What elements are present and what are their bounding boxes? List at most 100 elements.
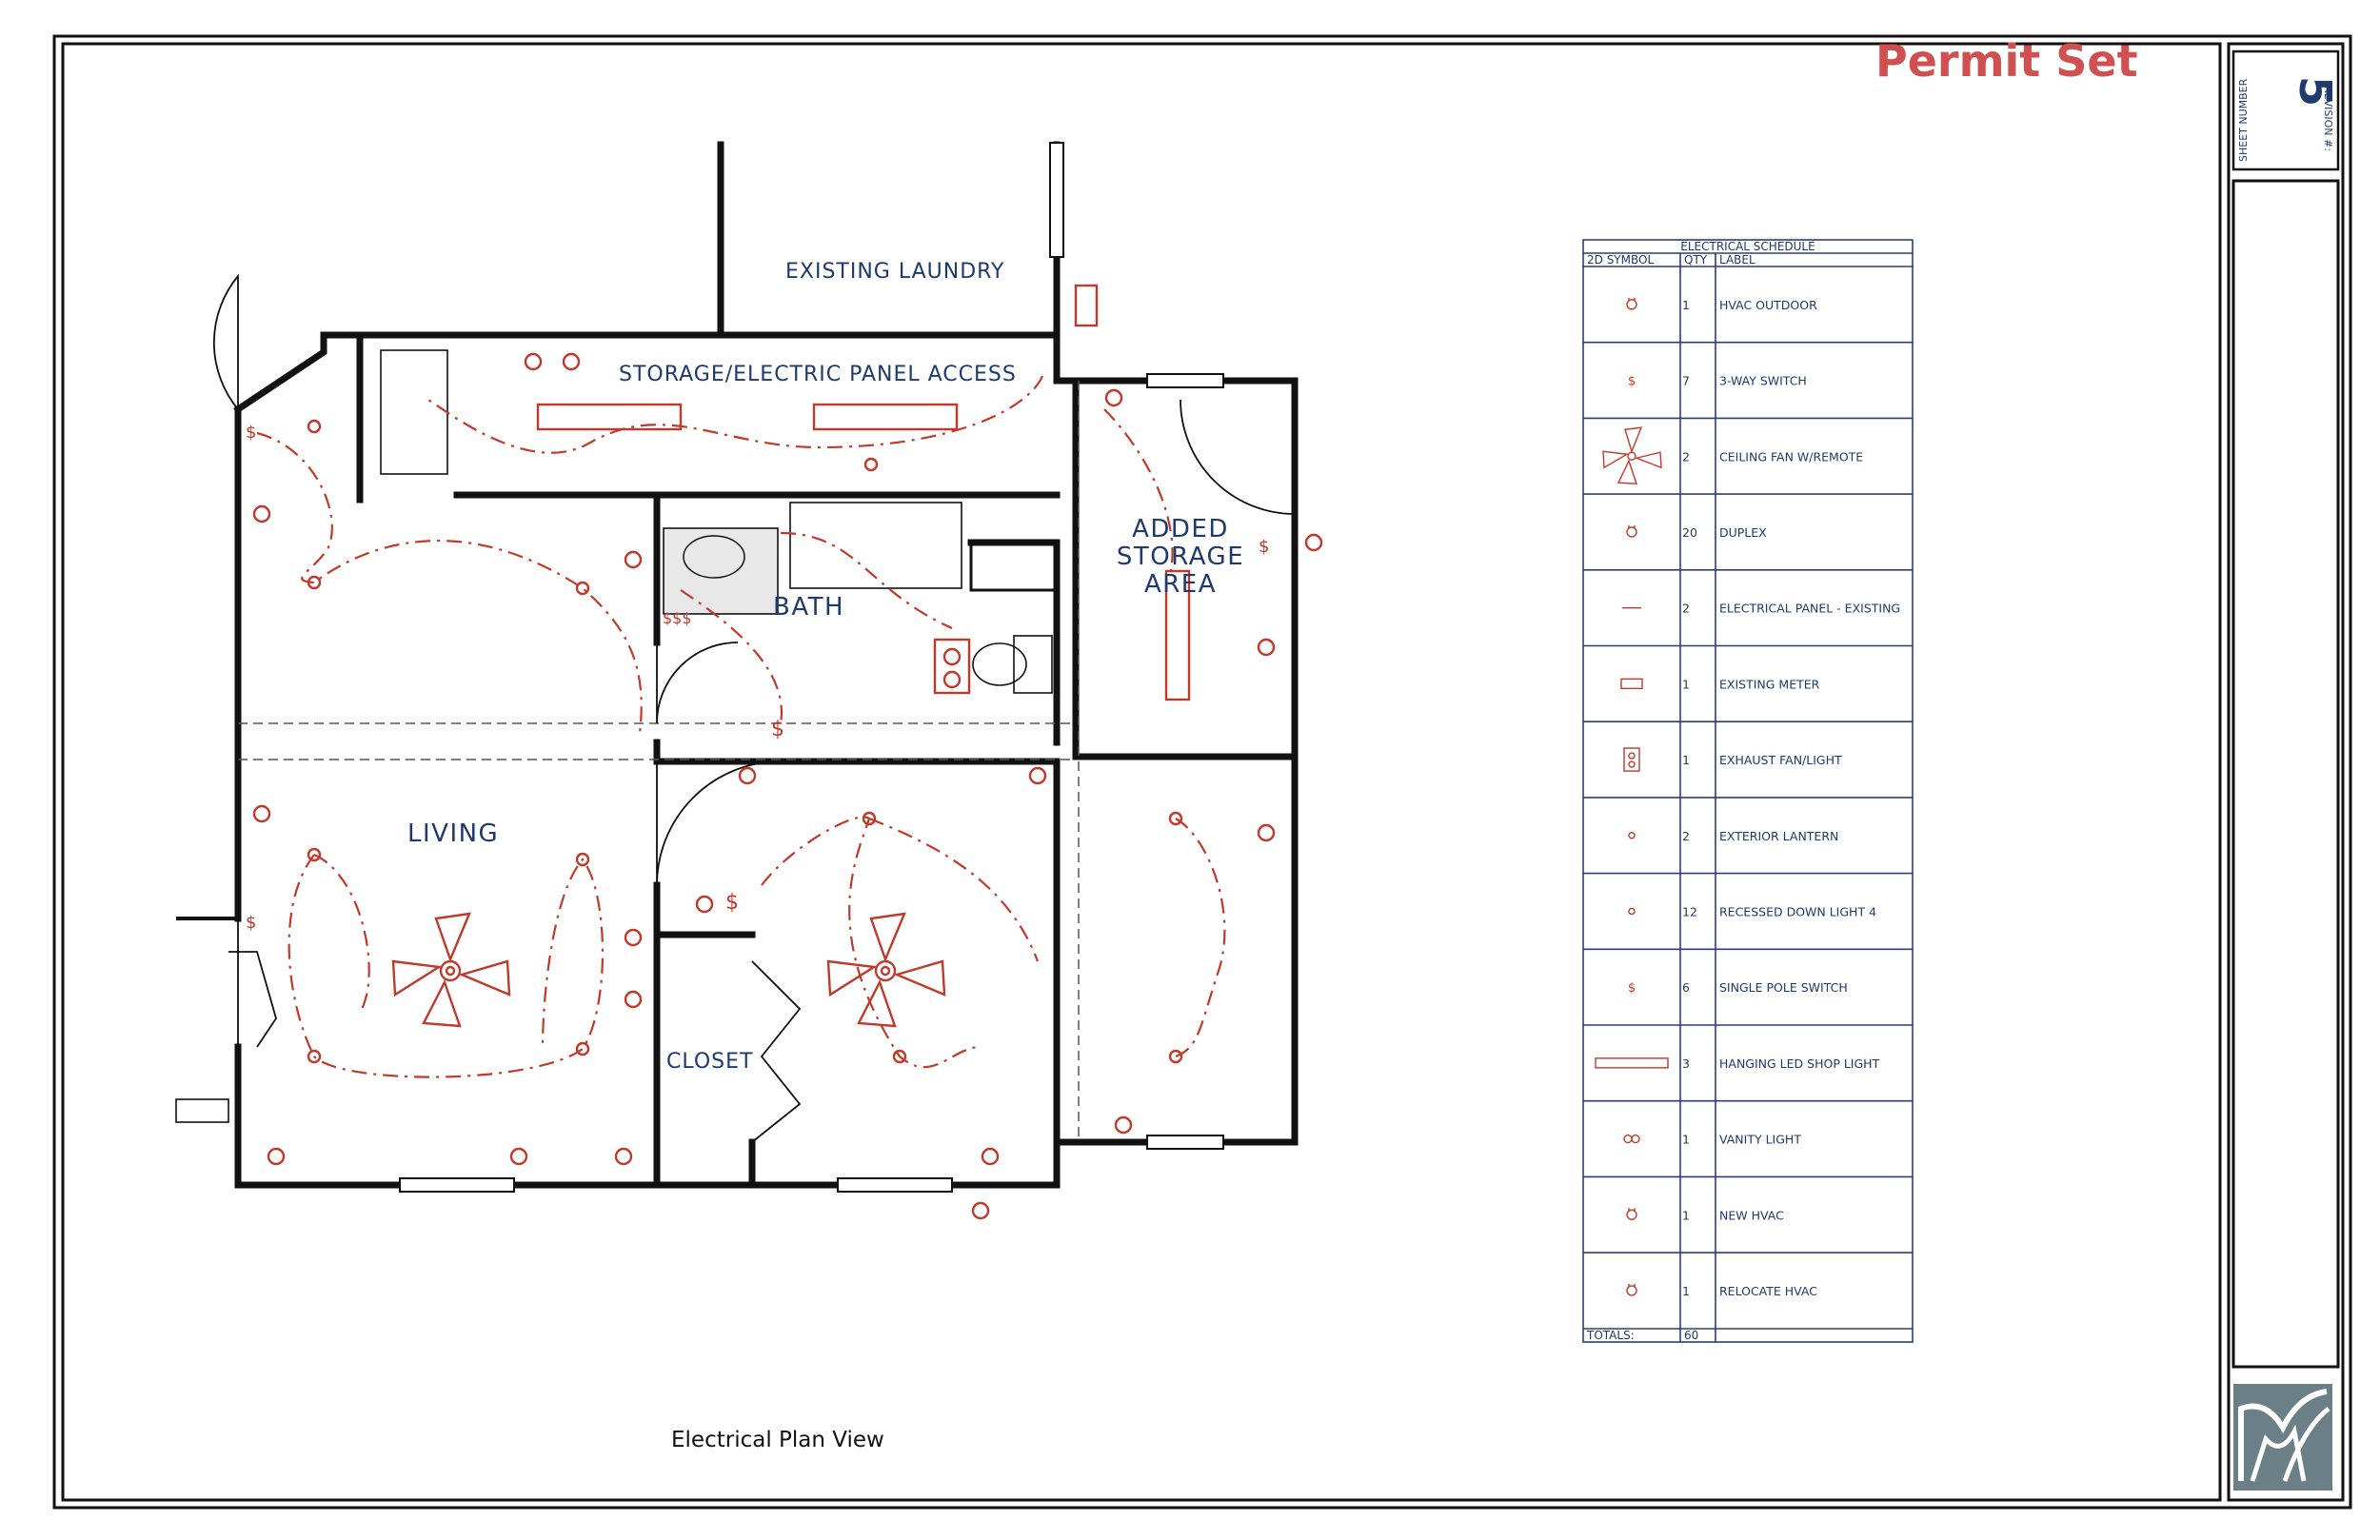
- wall-added-north: [1053, 331, 1146, 385]
- three-way-switch-icon: $: [1628, 375, 1636, 389]
- schedule-label: EXTERIOR LANTERN: [1719, 829, 1838, 843]
- schedule-qty: 2: [1682, 449, 1690, 464]
- svg-text:$: $: [1628, 375, 1636, 389]
- bathtub: [789, 502, 962, 589]
- relocate-hvac-icon: [1626, 1283, 1637, 1296]
- schedule-row: 1 HVAC OUTDOOR: [1626, 297, 1817, 312]
- wire-bedroom: [761, 816, 1040, 1069]
- ceiling-fan-living: [391, 912, 511, 1028]
- switch-bedroom: $: [725, 891, 739, 915]
- bath-vanity: [663, 527, 779, 615]
- toilet-tank: [1013, 635, 1053, 694]
- room-label-closet: CLOSET: [666, 1050, 753, 1074]
- wire-living-north: [256, 431, 643, 734]
- recessed-lights: [307, 419, 1183, 1064]
- schedule-label: NEW HVAC: [1719, 1208, 1784, 1222]
- schedule-frame: [1582, 239, 1914, 1343]
- room-label-bath: BATH: [773, 593, 844, 622]
- outer-border: [52, 34, 2352, 1510]
- schedule-label: EXISTING METER: [1719, 677, 1820, 691]
- title-block-border: [2227, 42, 2345, 1502]
- schedule-title: ELECTRICAL SCHEDULE: [1680, 240, 1815, 253]
- door-entry: [228, 918, 277, 1048]
- schedule-label: VANITY LIGHT: [1719, 1133, 1801, 1147]
- schedule-label: 3-WAY SWITCH: [1719, 374, 1807, 388]
- room-label-added-1: ADDED: [1132, 515, 1229, 543]
- wall-north: [320, 141, 1061, 339]
- exhaust-fan-icon: [1623, 747, 1640, 772]
- wire-storage: [427, 375, 1044, 454]
- schedule-label: DUPLEX: [1719, 525, 1767, 540]
- wall-northwest: [233, 331, 327, 414]
- title-block: SHEET NUMBER 5 REVISION #:: [2231, 49, 2341, 1491]
- schedule-label: CEILING FAN W/REMOTE: [1719, 449, 1863, 464]
- wall-bath-south: [653, 739, 1061, 765]
- wire-added-storage: [1103, 408, 1174, 572]
- room-label-added-2: STORAGE: [1117, 543, 1244, 571]
- switch-bath-triple: $$$: [663, 609, 692, 627]
- ceiling-fan-bedroom: [826, 912, 946, 1028]
- schedule-label: SINGLE POLE SWITCH: [1719, 980, 1848, 995]
- schedule-qty: 1: [1682, 298, 1690, 312]
- duplex-outlet-icon: [1626, 524, 1637, 538]
- schedule-header-symbol: 2D SYMBOL: [1587, 253, 1654, 267]
- water-heater: [380, 349, 448, 475]
- title-block-panel: [2231, 179, 2340, 1369]
- vanity-light-icon: [1623, 1134, 1640, 1144]
- shop-light-2: [812, 403, 959, 431]
- closet-bifold-door: [751, 960, 802, 1143]
- floor-plan: $ $ $ $ $ $$$ EXISTING LAUNDRY STORAGE/E…: [175, 141, 1323, 1452]
- meter-icon: [1620, 678, 1643, 690]
- door-bath: [656, 642, 739, 724]
- revision-label: REVISION #:: [2322, 86, 2334, 151]
- switch-entry: $: [246, 913, 256, 933]
- window-east-south: [1146, 1135, 1224, 1150]
- schedule-label: RECESSED DOWN LIGHT 4: [1719, 904, 1876, 918]
- ceiling-fan-icon: [1602, 426, 1662, 485]
- wall-south-east: [1053, 753, 1299, 1146]
- schedule-qty: 2: [1682, 602, 1690, 616]
- electrical-panel: [1074, 284, 1099, 327]
- electrical-schedule: ELECTRICAL SCHEDULE 2D SYMBOL QTY LABEL …: [1582, 239, 1914, 1343]
- single-pole-switch-icon: $: [1628, 981, 1636, 996]
- svg-text:$: $: [1628, 981, 1636, 996]
- company-logo: [2233, 1384, 2332, 1491]
- wall-south-west: [234, 1043, 1061, 1189]
- sheet-number: 5: [2290, 76, 2341, 107]
- room-label-added-3: AREA: [1144, 570, 1217, 599]
- bath-sink: [683, 535, 745, 579]
- door-added-storage: [1180, 399, 1296, 515]
- window-laundry: [1049, 142, 1064, 258]
- schedule-qty: 1: [1682, 1284, 1690, 1298]
- window-south-2: [837, 1177, 953, 1193]
- schedule-row: 2 CEILING FAN W/REMOTE: [1583, 417, 1913, 485]
- hvac-outdoor-icon: [1626, 297, 1637, 310]
- shop-light-icon: [1595, 1057, 1669, 1069]
- shop-light-1: [536, 403, 683, 431]
- window-south-1: [399, 1177, 515, 1193]
- switch-northwest: $: [246, 423, 256, 443]
- recessed-light-icon: [1628, 907, 1636, 916]
- schedule-label: HVAC OUTDOOR: [1719, 298, 1817, 312]
- schedule-header-qty: QTY: [1684, 253, 1708, 267]
- shower-partition: [969, 543, 1057, 592]
- switch-added-storage: $: [1259, 537, 1269, 557]
- schedule-qty: 2: [1682, 829, 1690, 843]
- drawing-border: [61, 42, 2222, 1502]
- schedule-totals-label: TOTALS:: [1586, 1329, 1635, 1342]
- sheet-number-label: SHEET NUMBER: [2237, 78, 2250, 162]
- window-east-north: [1146, 373, 1224, 388]
- schedule-row: 2 EXTERIOR LANTERN: [1583, 797, 1913, 843]
